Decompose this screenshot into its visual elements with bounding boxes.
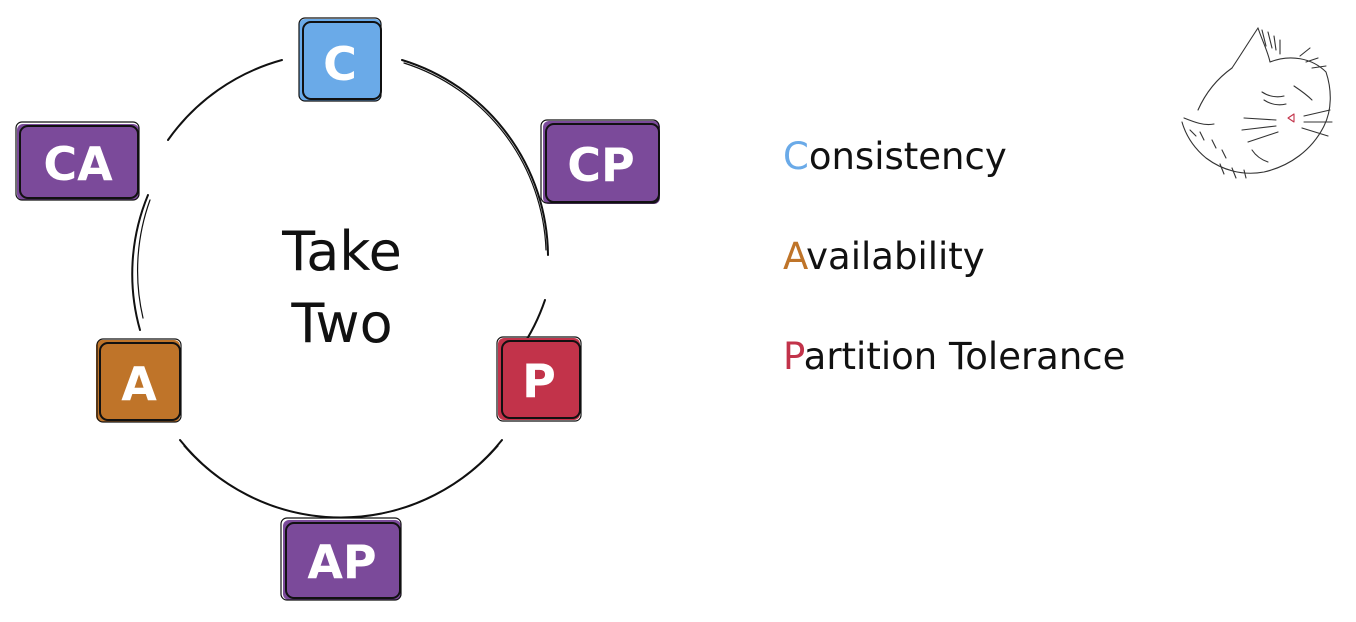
node-cp: CP xyxy=(540,119,660,204)
node-cp-label: CP xyxy=(567,138,634,192)
node-ca-label: CA xyxy=(43,137,113,191)
legend-item-consistency: Consistency xyxy=(783,138,1125,238)
legend-text-partition-tolerance: artition Tolerance xyxy=(803,335,1126,378)
legend-item-availability: Availability xyxy=(783,238,1125,338)
node-ap: AP xyxy=(280,517,402,601)
legend-text-consistency: onsistency xyxy=(808,135,1007,178)
legend-item-partition-tolerance: Partition Tolerance xyxy=(783,338,1125,438)
node-a-label: A xyxy=(121,357,157,411)
node-p: P xyxy=(496,336,582,422)
node-ca: CA xyxy=(15,121,140,201)
legend-text-availability: vailability xyxy=(806,235,985,278)
legend-letter-p: P xyxy=(783,335,804,378)
node-c-label: C xyxy=(323,37,357,91)
sleeping-cat-icon xyxy=(1181,27,1333,179)
legend-letter-c: C xyxy=(783,135,809,178)
cap-circle xyxy=(131,59,549,519)
legend: Consistency Availability Partition Toler… xyxy=(783,138,1125,438)
center-text-line1: Take xyxy=(281,220,402,283)
node-a: A xyxy=(96,338,182,423)
legend-letter-a: A xyxy=(783,235,807,278)
center-text-line2: Two xyxy=(290,292,392,355)
node-c: C xyxy=(298,17,382,102)
node-p-label: P xyxy=(522,354,556,408)
node-ap-label: AP xyxy=(307,535,376,589)
